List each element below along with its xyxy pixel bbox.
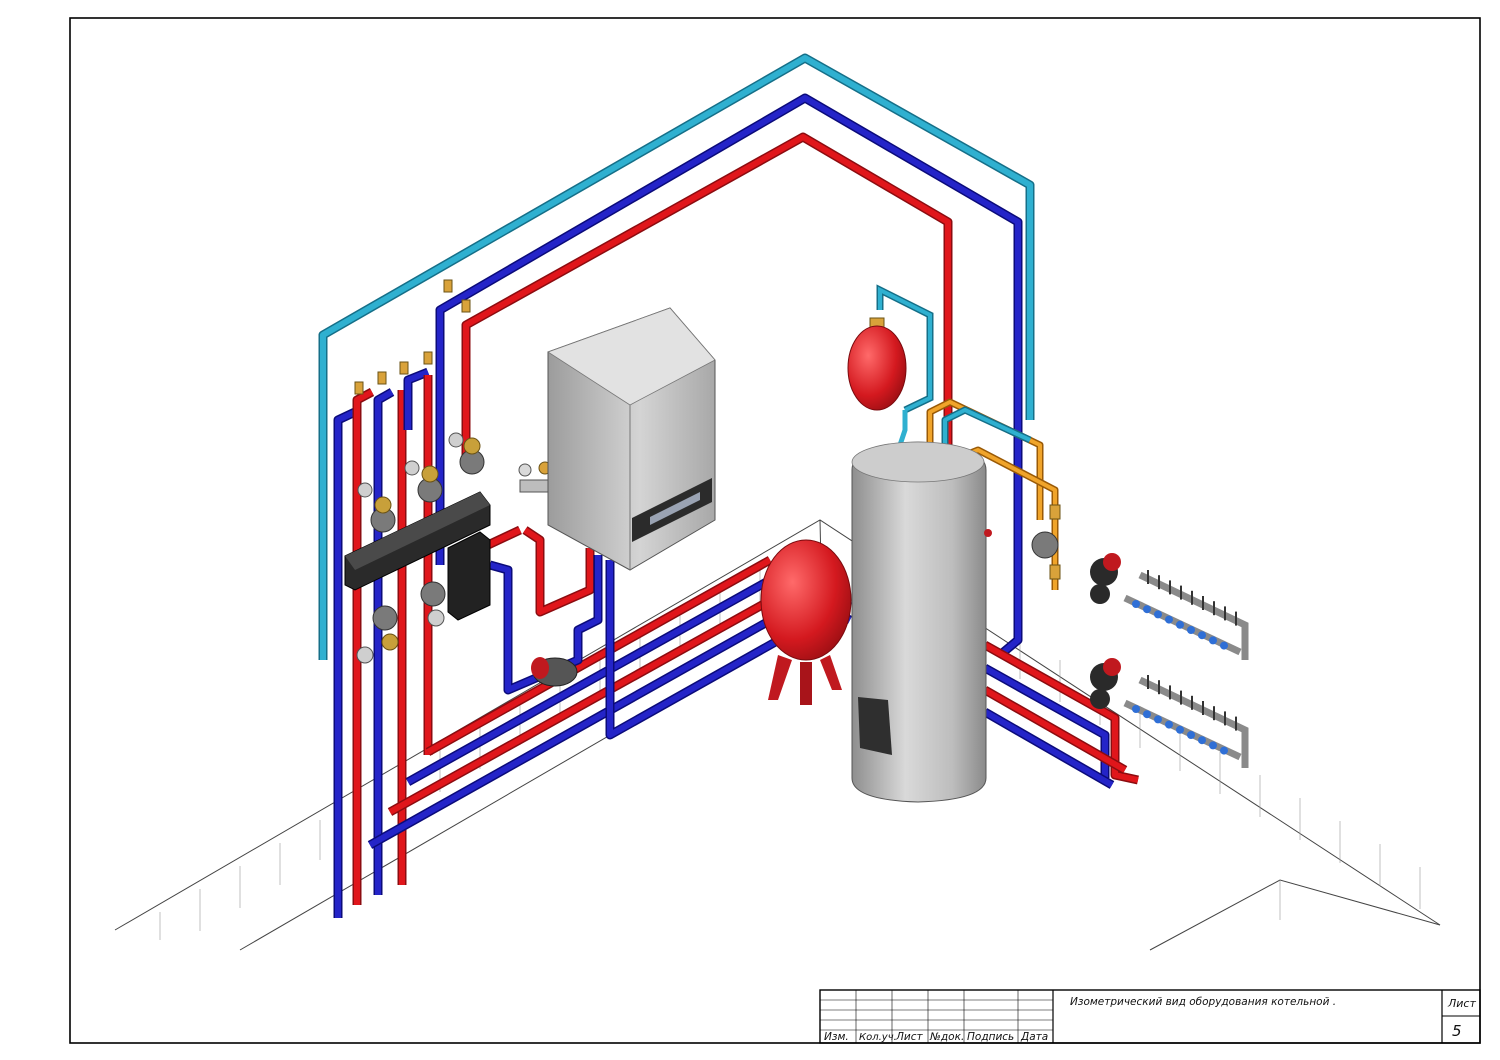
sheet-label: Лист [1447,997,1476,1010]
column-label-quantity: Кол.уч. [859,1032,897,1043]
manifold-flow-meter [1187,626,1195,634]
manifold-flow-meter [1220,641,1228,650]
drawing-description: Изометрический вид оборудования котельно… [1070,996,1336,1008]
overhead-return-pipe [435,93,1023,659]
circulation-pump-group [354,279,485,664]
manifold-flow-meter [1132,705,1140,713]
column-label-date: Дата [1020,1031,1048,1043]
small-expansion-tank [847,284,934,446]
hydraulic-distribution-manifold [344,491,491,621]
overhead-cold-water-pipe [318,53,1035,660]
column-label-doc-number: №док. [929,1031,964,1043]
manifold-flow-meter [1176,620,1184,629]
column-label-signature: Подпись [967,1031,1014,1043]
floor-distribution-pipes [367,556,1139,849]
manifold-flow-meter [1154,610,1162,619]
drawing-frame [69,17,1481,1044]
manifold-flow-meter [1198,736,1206,745]
manifold-flow-meter [1143,605,1151,614]
manifold-flow-meter [1143,710,1151,719]
sheet-number: 5 [1452,1022,1462,1040]
wall-mounted-boiler [547,307,716,571]
manifold-flow-meter [1187,731,1195,739]
manifold-flow-meter [1209,636,1217,645]
manifold-flow-meter [1132,600,1140,608]
column-label-change: Изм. [824,1031,849,1043]
indirect-water-heater [851,441,992,803]
manifold-flow-meter [1154,715,1162,724]
manifold-outlet-valves [1132,570,1237,755]
manifold-flow-meter [1209,741,1217,750]
manifold-flow-meter [1198,631,1206,640]
manifold-flow-meter [1165,615,1173,624]
manifold-flow-meter [1220,746,1228,755]
dhw-recirculation-pump [1031,504,1061,580]
overhead-supply-pipe [461,132,953,590]
column-label-sheet: Лист [895,1031,923,1043]
title-block: Изм. Кол.уч. Лист №док. Подпись Дата Изо… [819,989,1481,1044]
manifold-flow-meter [1165,720,1173,729]
boiler-safety-group [518,461,552,493]
heating-expansion-tank [760,539,852,705]
manifold-flow-meter [1176,725,1184,734]
boiler-connection-pipes [486,525,853,740]
boiler-circulation-pump [531,657,578,687]
